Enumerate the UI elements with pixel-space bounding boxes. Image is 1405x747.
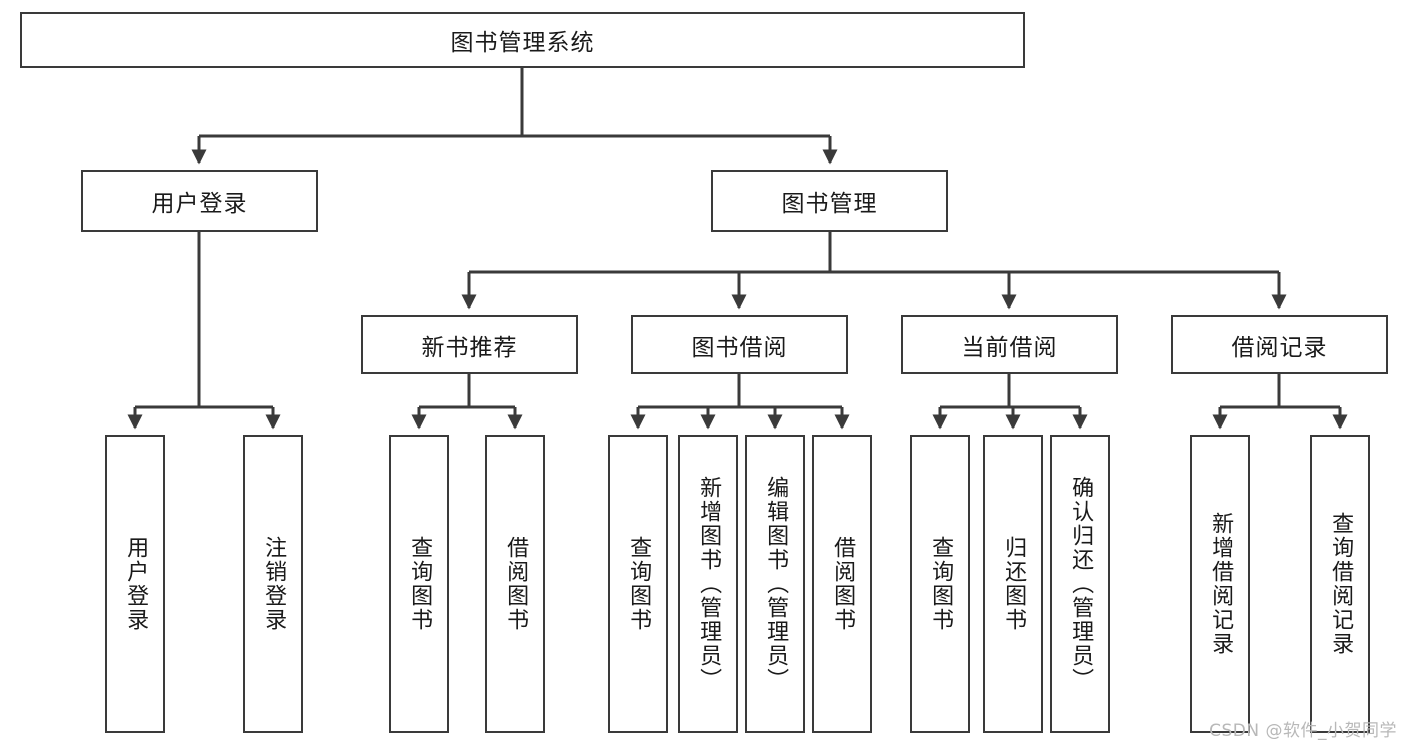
leaf-query-book-recommend[interactable]: 查询图书 <box>389 435 449 733</box>
node-label: 借阅记录 <box>1231 334 1328 361</box>
leaf-edit-book-admin[interactable]: 编辑图书（管理员） <box>745 435 805 733</box>
node-new-book-recommend[interactable]: 新书推荐 <box>361 315 578 374</box>
leaf-confirm-return-admin[interactable]: 确认归还（管理员） <box>1050 435 1110 733</box>
node-label: 图书借阅 <box>691 334 788 361</box>
node-label: 查询图书 <box>928 536 954 632</box>
node-book-borrow[interactable]: 图书借阅 <box>631 315 848 374</box>
node-borrow-records[interactable]: 借阅记录 <box>1171 315 1388 374</box>
leaf-logout[interactable]: 注销登录 <box>243 435 303 733</box>
leaf-query-borrow-record[interactable]: 查询借阅记录 <box>1310 435 1370 733</box>
node-label: 确认归还（管理员） <box>1068 476 1094 692</box>
node-label: 注销登录 <box>261 536 287 632</box>
node-label: 当前借阅 <box>961 334 1058 361</box>
node-root-system[interactable]: 图书管理系统 <box>20 12 1025 68</box>
leaf-user-login[interactable]: 用户登录 <box>105 435 165 733</box>
node-label: 查询图书 <box>407 536 433 632</box>
node-label: 用户登录 <box>123 536 149 632</box>
node-book-management[interactable]: 图书管理 <box>711 170 948 232</box>
leaf-borrow-book-recommend[interactable]: 借阅图书 <box>485 435 545 733</box>
node-label: 借阅图书 <box>503 536 529 632</box>
leaf-borrow-book[interactable]: 借阅图书 <box>812 435 872 733</box>
leaf-add-borrow-record[interactable]: 新增借阅记录 <box>1190 435 1250 733</box>
leaf-query-book-borrow[interactable]: 查询图书 <box>608 435 668 733</box>
leaf-add-book-admin[interactable]: 新增图书（管理员） <box>678 435 738 733</box>
node-label: 编辑图书（管理员） <box>763 476 789 692</box>
node-label: 借阅图书 <box>830 536 856 632</box>
node-label: 新书推荐 <box>421 334 518 361</box>
node-user-login[interactable]: 用户登录 <box>81 170 318 232</box>
node-label: 图书管理 <box>781 191 878 217</box>
node-label: 归还图书 <box>1001 536 1027 632</box>
leaf-return-book[interactable]: 归还图书 <box>983 435 1043 733</box>
leaf-query-book-current[interactable]: 查询图书 <box>910 435 970 733</box>
node-label: 用户登录 <box>151 191 248 217</box>
node-label: 查询图书 <box>626 536 652 632</box>
node-label: 新增借阅记录 <box>1208 512 1234 656</box>
node-label: 查询借阅记录 <box>1328 512 1354 656</box>
node-label: 新增图书（管理员） <box>696 476 722 692</box>
node-label: 图书管理系统 <box>450 30 595 56</box>
node-current-borrow[interactable]: 当前借阅 <box>901 315 1118 374</box>
